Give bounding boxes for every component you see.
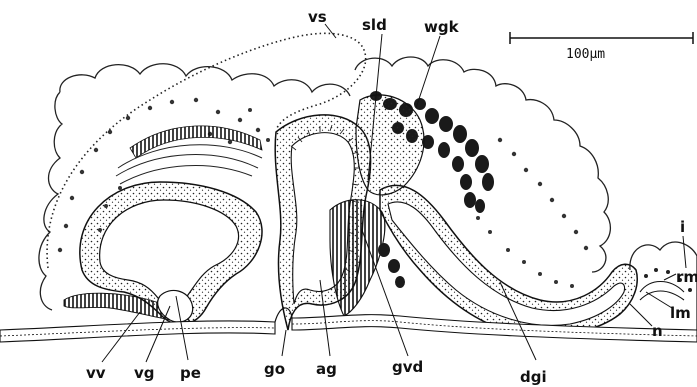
label-n: n bbox=[652, 322, 663, 340]
label-sld: sld bbox=[362, 16, 387, 34]
label-vv: vv bbox=[86, 364, 106, 382]
scale-bar: 100µm bbox=[510, 32, 693, 62]
label-vg: vg bbox=[134, 364, 155, 382]
label-gvd: gvd bbox=[392, 358, 423, 376]
label-pe: pe bbox=[180, 364, 201, 382]
label-ag: ag bbox=[316, 360, 337, 378]
label-wgk: wgk bbox=[424, 18, 460, 36]
scale-bar-label: 100µm bbox=[566, 47, 605, 62]
label-rm: rm bbox=[676, 268, 697, 286]
label-lm: lm bbox=[670, 304, 691, 322]
label-go: go bbox=[264, 360, 285, 378]
striated-tissue bbox=[130, 126, 262, 158]
nuclei-right bbox=[476, 138, 588, 288]
label-i: i bbox=[680, 218, 685, 236]
gvd-duct bbox=[330, 200, 385, 316]
sld-gland bbox=[356, 95, 424, 195]
label-vs: vs bbox=[308, 8, 327, 26]
label-dgi: dgi bbox=[520, 368, 547, 386]
